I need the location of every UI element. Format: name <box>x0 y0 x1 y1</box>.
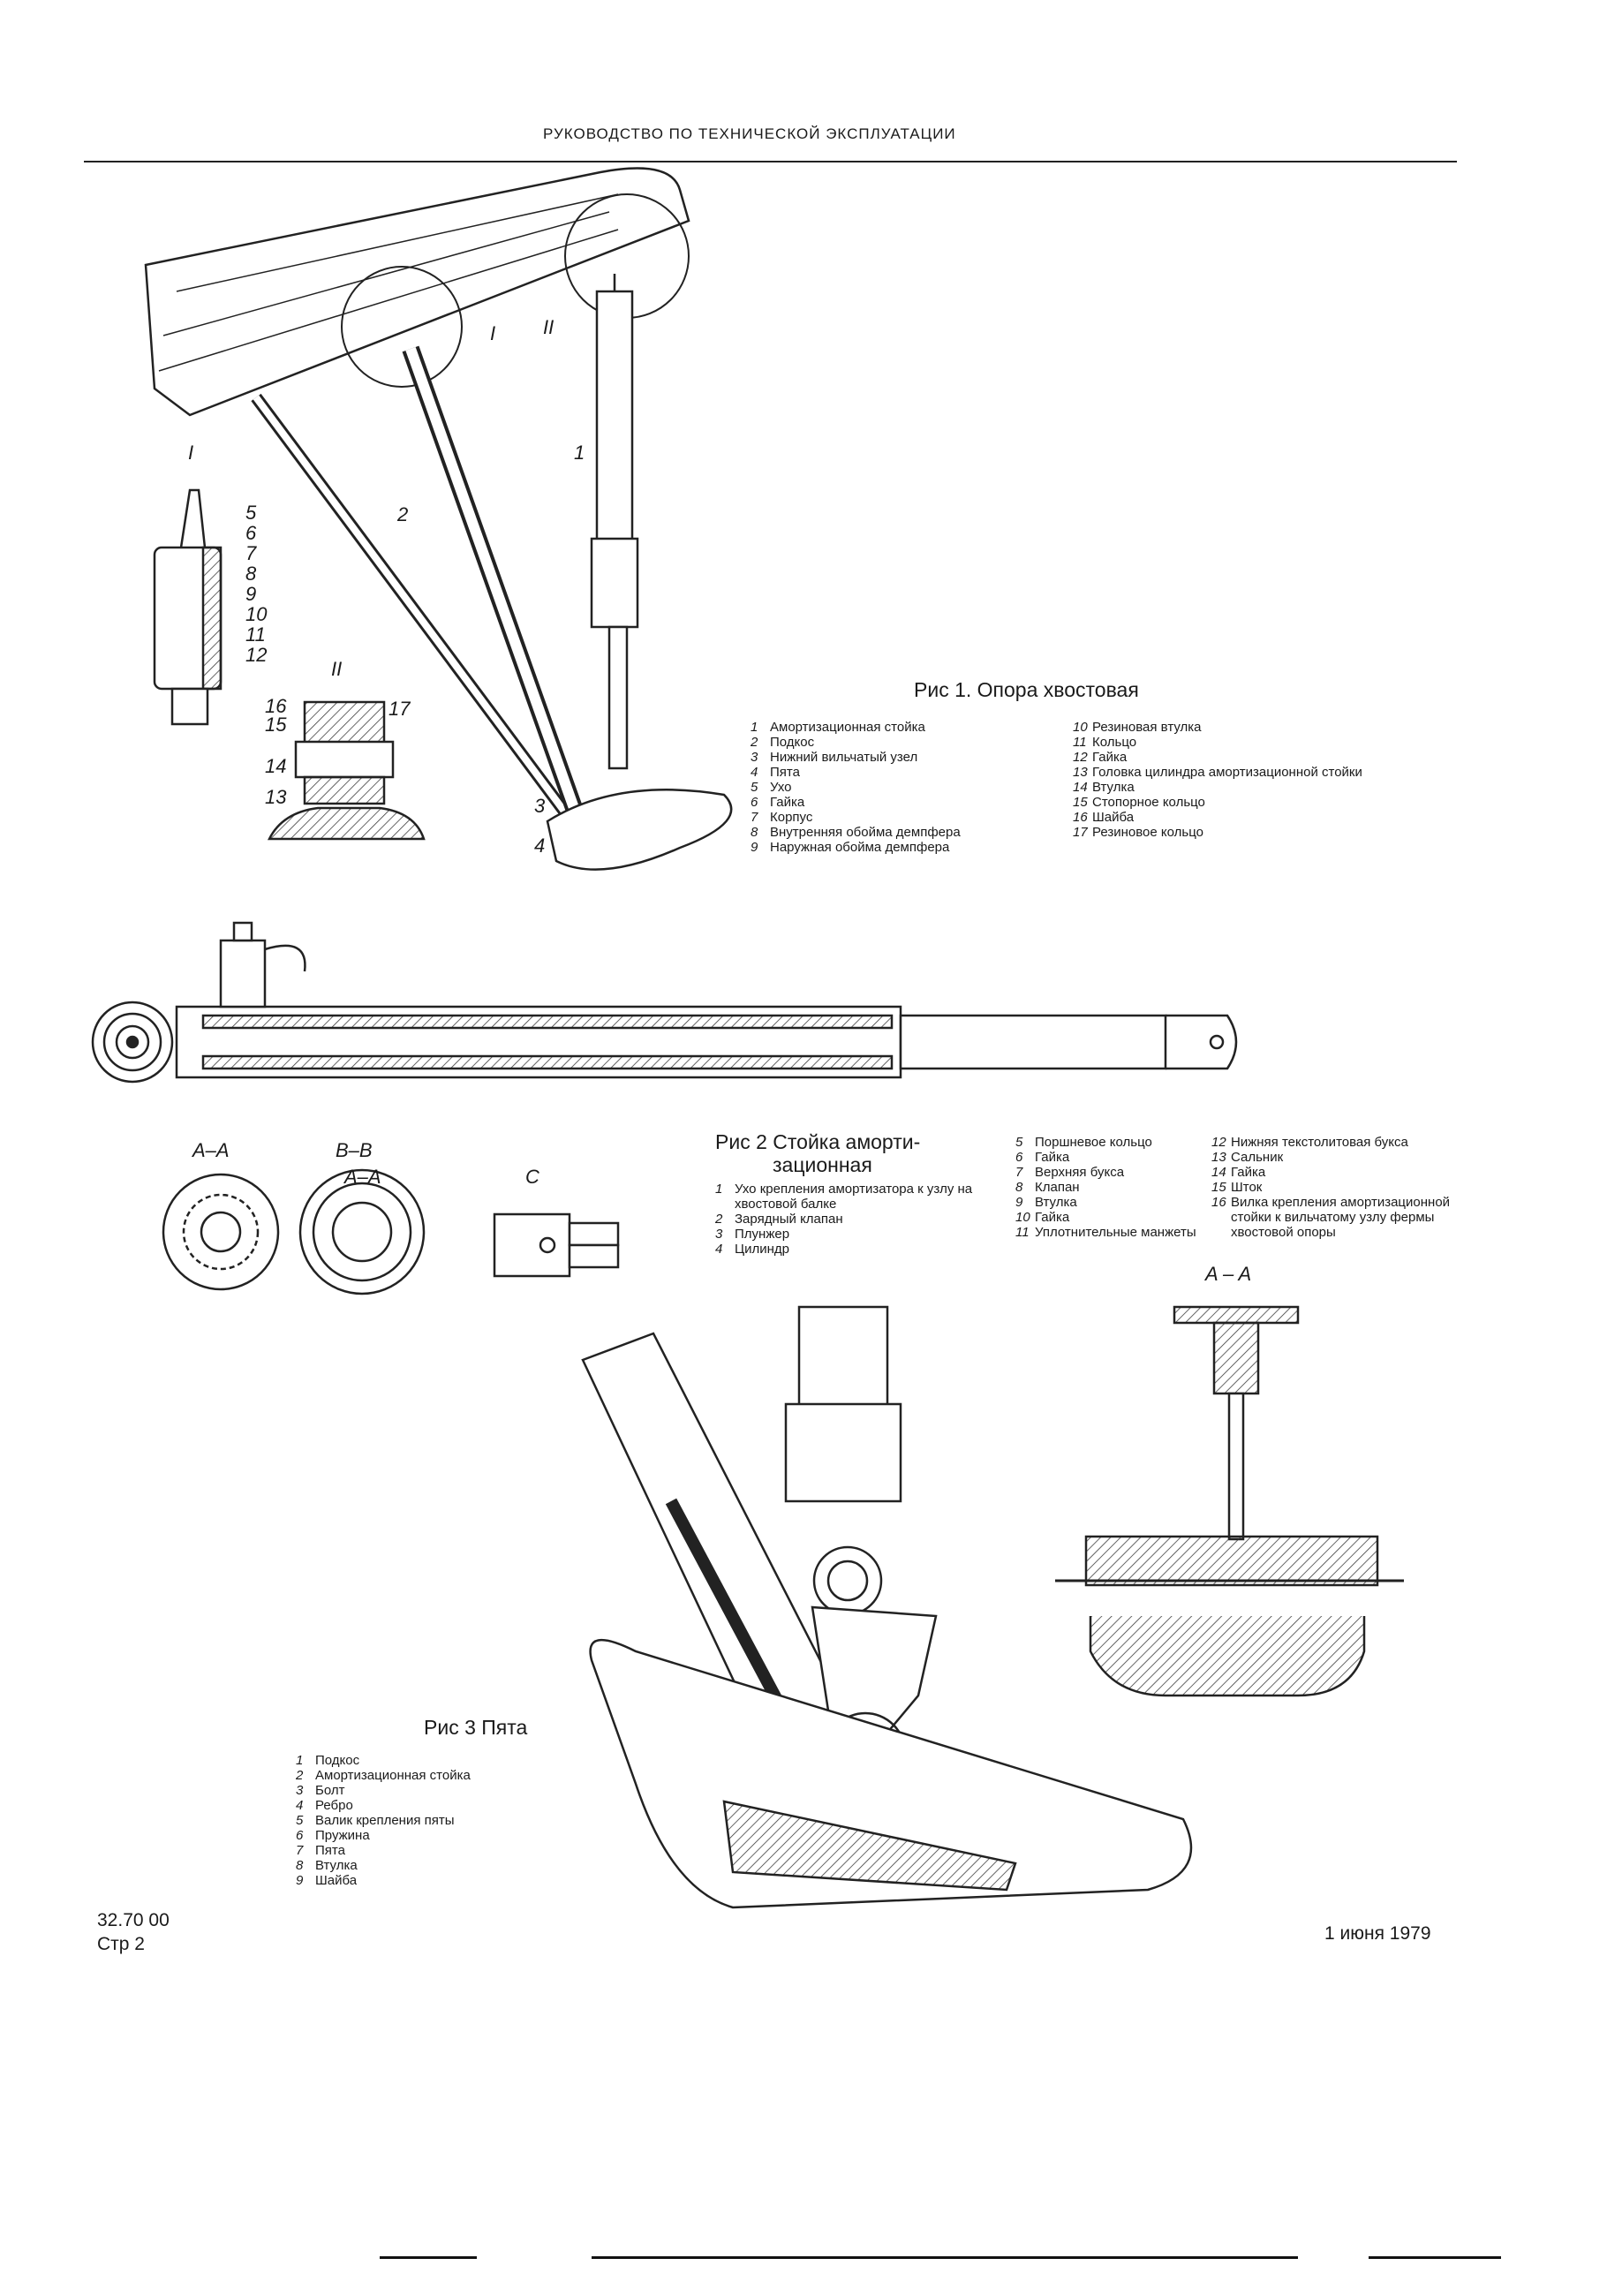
fig1-label-II: II <box>543 316 554 338</box>
fig2-section-aa-label: A–A <box>344 1166 381 1188</box>
doc-code: 32.70 00 <box>97 1910 170 1930</box>
issue-date: 1 июня 1979 <box>1324 1923 1431 1944</box>
fig1-label-1: 1 <box>574 442 585 464</box>
bottom-rule <box>1369 2256 1501 2259</box>
fig1-label-12: 12 <box>245 644 268 666</box>
fig1-label-17: 17 <box>389 698 411 720</box>
fig1-label-16: 16 <box>265 695 287 717</box>
fig2-caption-line2: зационная <box>773 1153 872 1176</box>
fig3-caption: Рис 3 Пята <box>424 1716 528 1739</box>
fig1-label-4: 4 <box>534 835 546 857</box>
fig2-section-aa: A–A <box>192 1139 230 1161</box>
header-rule <box>84 161 1457 162</box>
fig1-label-2: 2 <box>397 503 409 525</box>
fig1-label-9: 9 <box>245 583 257 605</box>
fig1-label-10: 10 <box>245 603 268 625</box>
bottom-rule <box>380 2256 477 2259</box>
fig1-label-5: 5 <box>245 502 257 524</box>
fig1-drawing <box>144 167 733 871</box>
fig1-detail-II: II <box>331 658 343 680</box>
fig1-label-I: I <box>490 322 496 344</box>
bottom-rule <box>592 2256 1298 2259</box>
fig1-label-15: 15 <box>265 714 287 736</box>
fig1-label-3: 3 <box>534 795 546 817</box>
fig2-section-bb: B–B <box>336 1139 373 1161</box>
fig1-label-8: 8 <box>245 563 257 585</box>
fig3-section-label: A – A <box>1205 1263 1252 1285</box>
fig1-label-14: 14 <box>265 755 287 777</box>
fig1-label-7: 7 <box>245 542 257 564</box>
fig1-label-13: 13 <box>265 786 287 808</box>
fig2-caption-line1: Рис 2 Стойка аморти- <box>715 1130 921 1153</box>
fig2-section-c: C <box>525 1166 539 1188</box>
fig2-drawing <box>91 921 1238 1295</box>
fig1-detail-I: I <box>188 442 194 464</box>
fig1-caption: Рис 1. Опора хвостовая <box>914 678 1139 701</box>
fig1-label-11: 11 <box>245 623 266 646</box>
page-number: Стр 2 <box>97 1934 145 1954</box>
fig1-label-6: 6 <box>245 522 257 544</box>
fig3-drawing <box>581 1305 1404 1909</box>
running-header: РУКОВОДСТВО ПО ТЕХНИЧЕСКОЙ ЭКСПЛУАТАЦИИ <box>543 125 956 142</box>
